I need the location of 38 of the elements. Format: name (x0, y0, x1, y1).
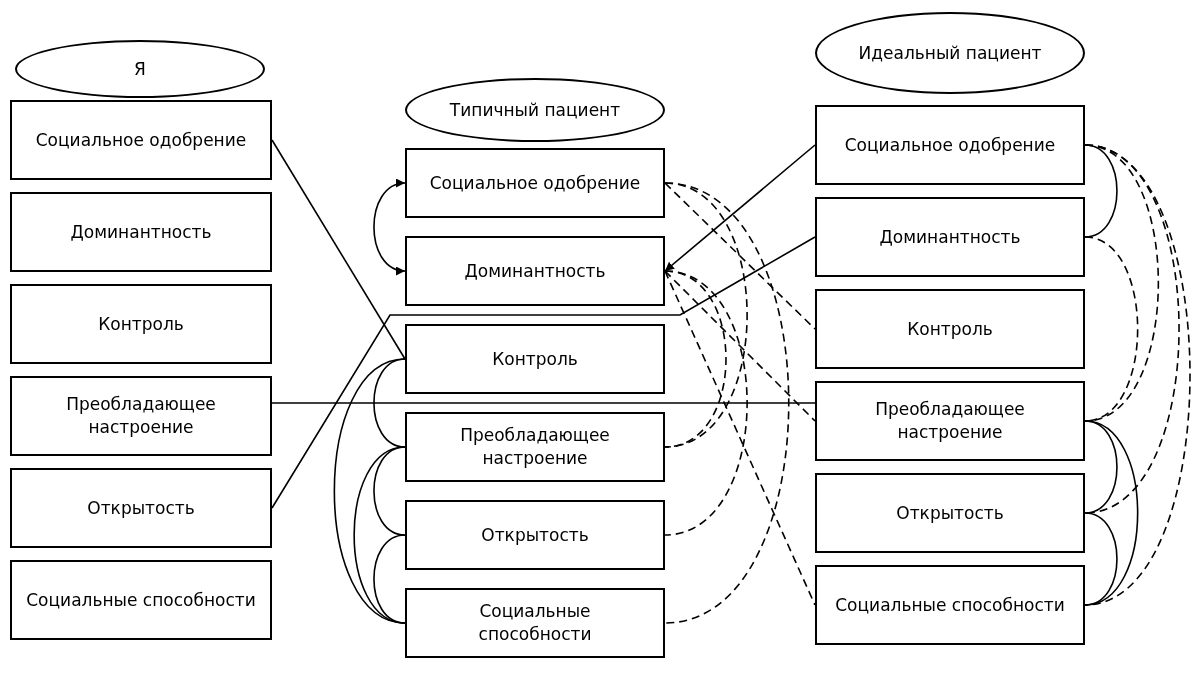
trait-box: Доминантность (10, 192, 272, 272)
connector-line (373, 534, 406, 624)
connector-line (271, 236, 816, 509)
connector-line (1084, 236, 1139, 422)
arrow (664, 144, 816, 272)
arrow (373, 180, 406, 274)
header-ellipse: Я (15, 40, 265, 98)
trait-box: Контроль (10, 284, 272, 364)
connector-line (1084, 512, 1118, 606)
trait-box: Доминантность (815, 197, 1085, 277)
trait-box: Социальное одобрение (10, 100, 272, 180)
trait-box: Контроль (815, 289, 1085, 369)
header-ellipse: Идеальный пациент (815, 12, 1085, 94)
connector-line (353, 446, 406, 624)
trait-box: Социальное одобрение (405, 148, 665, 218)
connector-line (664, 270, 748, 536)
connector-line (271, 139, 406, 360)
connector-line (664, 270, 816, 422)
trait-box: Преобладающее настроение (405, 412, 665, 482)
trait-box: Открытость (10, 468, 272, 548)
trait-box: Социальные способности (405, 588, 665, 658)
trait-box: Доминантность (405, 236, 665, 306)
trait-box: Контроль (405, 324, 665, 394)
connector-line (1084, 144, 1160, 422)
connector-line (664, 182, 816, 330)
trait-box: Социальные способности (815, 565, 1085, 645)
trait-box: Социальные способности (10, 560, 272, 640)
trait-box: Социальное одобрение (815, 105, 1085, 185)
connector-line (271, 402, 816, 404)
connector-line (1084, 144, 1191, 606)
trait-box: Преобладающее настроение (815, 381, 1085, 461)
trait-box: Преобладающее настроение (10, 376, 272, 456)
trait-box: Открытость (815, 473, 1085, 553)
connector-line (664, 270, 727, 448)
connector-line (333, 358, 406, 624)
connector-line (664, 182, 790, 624)
header-ellipse: Типичный пациент (405, 78, 665, 142)
trait-box: Открытость (405, 500, 665, 570)
